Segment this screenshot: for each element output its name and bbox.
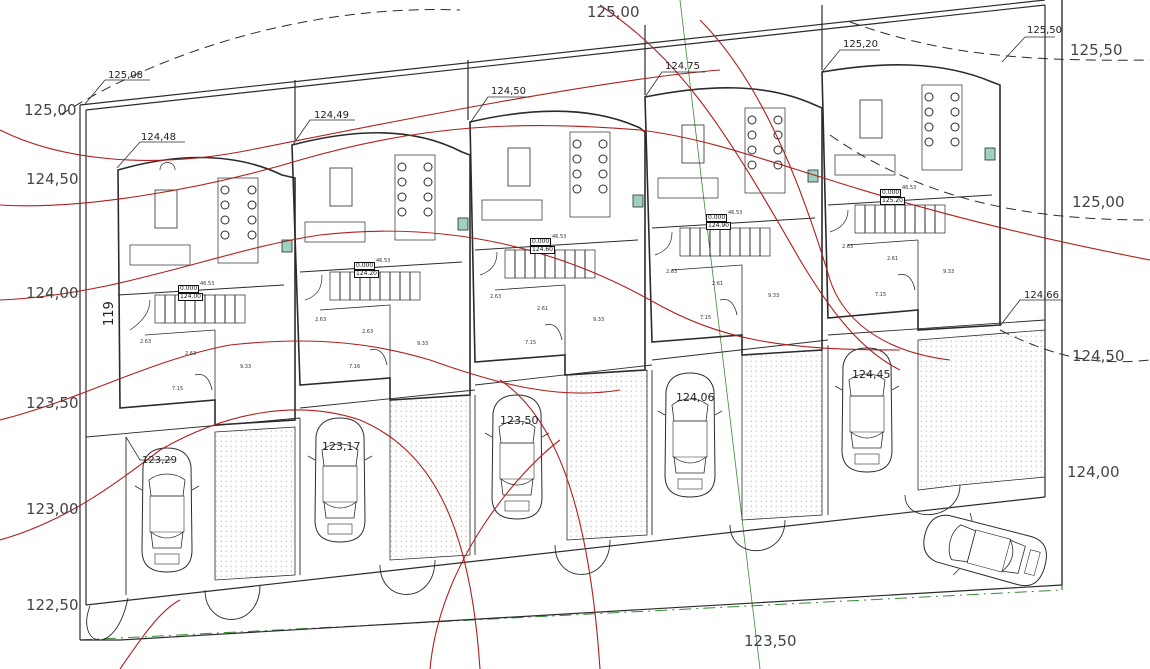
unit-1-floor-level: 0.000 xyxy=(178,285,200,293)
car-5 xyxy=(834,347,900,473)
curb-arcs xyxy=(86,484,961,641)
unit-2-small-label: 46.53 xyxy=(376,258,391,264)
unit-2-room-a: 2.63 xyxy=(315,317,327,323)
contour-label-125-00-top: 125,00 xyxy=(587,3,640,21)
unit-2-floor-level: 0.000 xyxy=(354,262,376,270)
car-height-0: 123,17 xyxy=(322,440,361,453)
car-1 xyxy=(134,447,200,573)
contour-label-125-00-right: 125,00 xyxy=(1072,193,1125,211)
house-unit-2 xyxy=(291,131,471,401)
spot-height-7: 123,29 xyxy=(142,455,177,466)
unit-5-room-d: 7.15 xyxy=(875,292,887,298)
car-6 xyxy=(916,502,1054,598)
unit-2-room-d: 7.16 xyxy=(349,364,361,370)
spot-height-5: 125,20 xyxy=(843,39,878,50)
unit-3-room-a: 2.63 xyxy=(490,294,502,300)
unit-5-room-b: 2.61 xyxy=(887,256,899,262)
house-unit-4 xyxy=(644,87,823,356)
unit-5-floor-level: 0.000 xyxy=(880,189,902,197)
unit-1-room-d: 7.15 xyxy=(172,386,184,392)
contour-label-122-50-left: 122,50 xyxy=(26,596,79,614)
unit-2-room-c: 9.33 xyxy=(417,341,429,347)
car-height-3: 124,45 xyxy=(852,368,891,381)
contour-label-124-00-left: 124,00 xyxy=(26,284,79,302)
paving-areas xyxy=(214,329,1046,581)
unit-1-room-a: 2.63 xyxy=(140,339,152,345)
house-unit-1 xyxy=(117,156,296,426)
unit-3-small-label: 46.53 xyxy=(552,234,567,240)
unit-5-room-c: 9.33 xyxy=(943,269,955,275)
unit-2-room-b: 2.63 xyxy=(362,329,374,335)
spot-height-0: 125,08 xyxy=(108,70,143,81)
car-2 xyxy=(307,417,373,543)
spot-height-6: 124,66 xyxy=(1024,290,1059,301)
spot-height-2: 124,49 xyxy=(314,110,349,121)
unit-3-floor-abs: 124.60 xyxy=(530,246,555,254)
house-unit-5 xyxy=(821,64,1001,331)
contour-label-124-50-left: 124,50 xyxy=(26,170,79,188)
driveway-lines xyxy=(85,319,1046,595)
unit-4-room-a: 2.63 xyxy=(666,269,678,275)
contour-label-123-50-bottom: 123,50 xyxy=(744,632,797,650)
unit-1-floor-abs: 124.00 xyxy=(178,293,203,301)
unit-4-room-b: 2.61 xyxy=(712,281,724,287)
unit-2-floor-abs: 124.20 xyxy=(354,270,379,278)
unit-5-small-label: 46.53 xyxy=(902,185,917,191)
unit-3-room-c: 9.33 xyxy=(593,317,605,323)
shaft-blocks xyxy=(281,147,996,253)
unit-4-floor-abs: 124.90 xyxy=(706,222,731,230)
spot-height-3: 124,50 xyxy=(491,86,526,97)
unit-3-room-b: 2.61 xyxy=(537,306,549,312)
unit-1-room-b: 2.63 xyxy=(185,351,197,357)
contour-lines xyxy=(0,4,1150,669)
car-height-2: 124,06 xyxy=(676,391,715,404)
contour-label-125-50-right: 125,50 xyxy=(1070,41,1123,59)
unit-3-floor-level: 0.000 xyxy=(530,238,552,246)
unit-5-floor-abs: 125.20 xyxy=(880,197,905,205)
contour-label-124-50-right: 124,50 xyxy=(1072,347,1125,365)
spot-height-4: 124,75 xyxy=(665,61,700,72)
car-height-1: 123,50 xyxy=(500,414,539,427)
spot-height-1: 124,48 xyxy=(141,132,176,143)
contour-label-123-00-left: 123,00 xyxy=(26,500,79,518)
unit-1-room-c: 9.33 xyxy=(240,364,252,370)
side-dimension: 119 xyxy=(102,301,117,326)
contour-label-124-00-right: 124,00 xyxy=(1067,463,1120,481)
unit-4-small-label: 46.53 xyxy=(728,210,743,216)
spot-leaders xyxy=(84,36,1062,461)
unit-5-room-a: 2.63 xyxy=(842,244,854,250)
house-unit-3 xyxy=(469,110,646,376)
house-units xyxy=(117,64,1001,426)
contour-label-125-00-left: 125,00 xyxy=(24,101,77,119)
unit-3-room-d: 7.15 xyxy=(525,340,537,346)
contour-label-125-50-callout: 125,50 xyxy=(1027,25,1062,36)
unit-1-small-label: 46.53 xyxy=(200,281,215,287)
unit-4-room-d: 7.15 xyxy=(700,315,712,321)
unit-4-floor-level: 0.000 xyxy=(706,214,728,222)
unit-4-room-c: 9.33 xyxy=(768,293,780,299)
contour-label-123-50-left: 123,50 xyxy=(26,394,79,412)
property-outline xyxy=(79,0,1063,641)
